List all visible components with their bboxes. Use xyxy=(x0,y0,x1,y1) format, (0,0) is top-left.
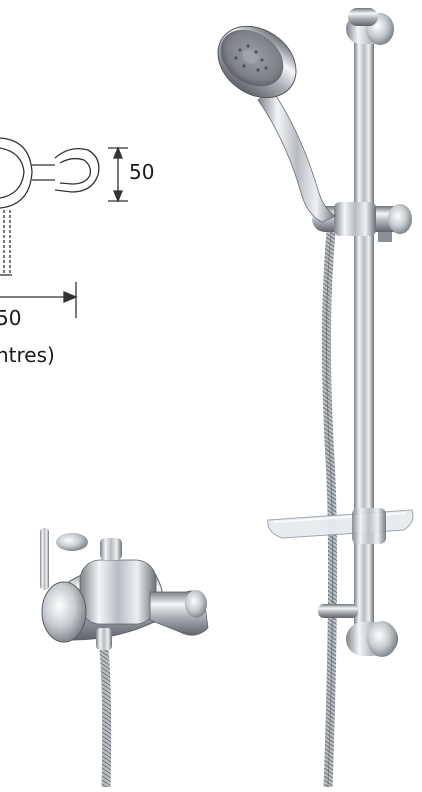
projection-dimension-label: 50 xyxy=(129,160,155,184)
top-wall-bracket xyxy=(346,8,394,45)
riser-rail xyxy=(346,8,398,657)
dimension-drawing xyxy=(0,137,128,318)
units-label: ntres) xyxy=(0,343,55,367)
soap-dish xyxy=(267,508,414,544)
shower-handset xyxy=(217,25,337,223)
shower-hose xyxy=(321,221,338,788)
slide-bracket xyxy=(312,202,412,242)
hose-retainer xyxy=(318,604,358,618)
bottom-wall-bracket xyxy=(346,621,398,657)
thermostatic-valve xyxy=(40,528,209,788)
width-dimension-label: 50 xyxy=(0,306,22,330)
